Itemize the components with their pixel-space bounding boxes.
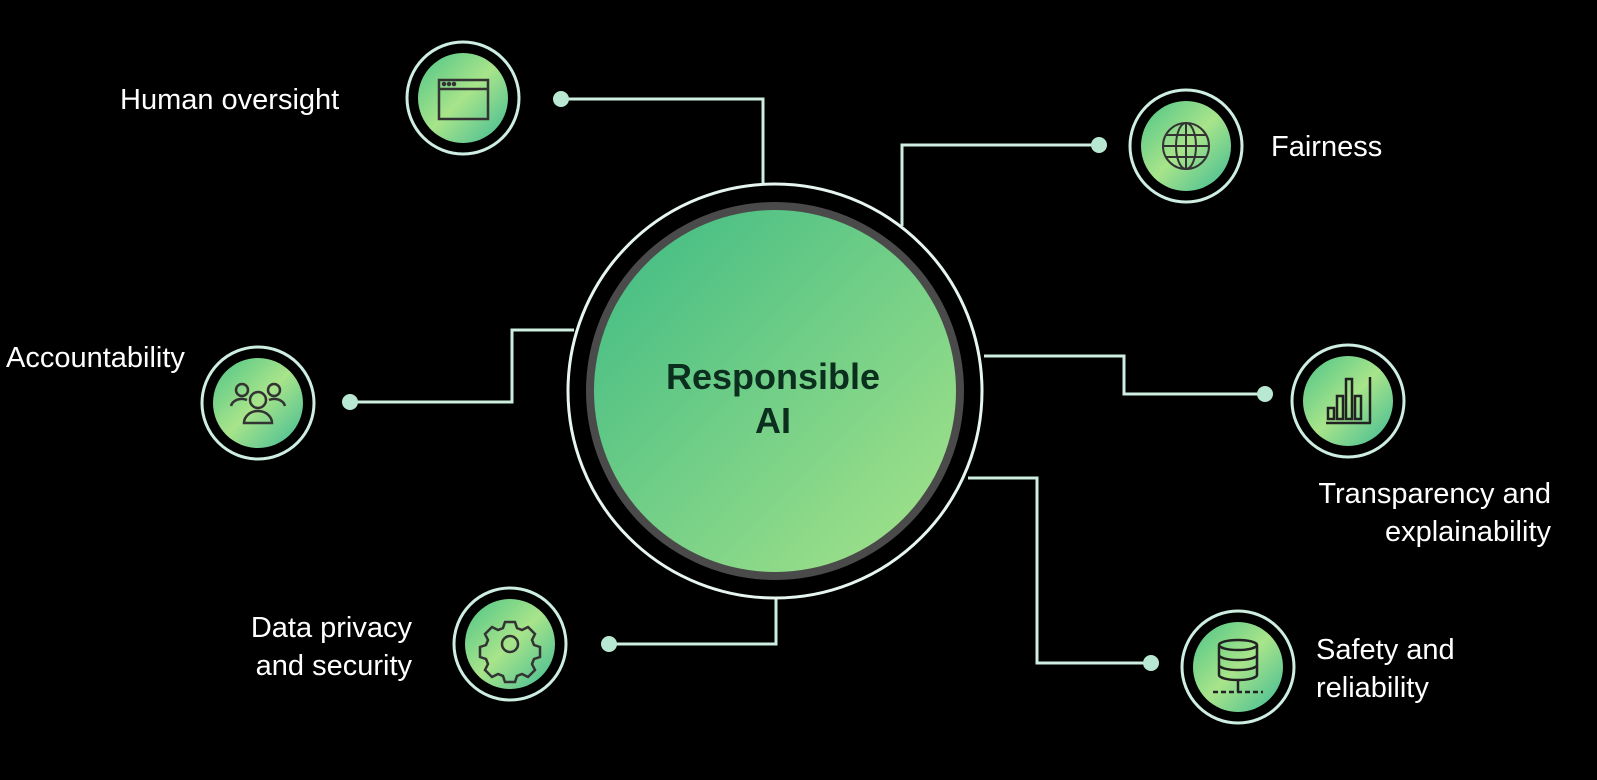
connector-fairness — [900, 143, 1099, 226]
node-accountability — [200, 345, 316, 461]
connector-accountability — [350, 328, 574, 404]
browser-window-icon — [437, 78, 490, 121]
label-transparency-line1: Transparency and — [1318, 478, 1551, 510]
users-group-icon — [229, 382, 287, 425]
label-safety-line1: Safety and — [1316, 634, 1455, 666]
label-data-privacy: Data privacy and security — [251, 609, 412, 685]
label-data-privacy-line2: and security — [255, 650, 412, 682]
connector-lines — [350, 97, 1265, 665]
connector-safety — [968, 476, 1151, 665]
label-data-privacy-line1: Data privacy — [250, 612, 412, 644]
connector-data-privacy — [609, 598, 778, 646]
label-transparency-line2: explainability — [1384, 516, 1551, 548]
center-title-line1: Responsible — [665, 356, 881, 397]
database-icon — [1213, 638, 1263, 694]
bar-chart-icon — [1326, 377, 1372, 425]
node-transparency — [1290, 343, 1406, 459]
center-title-line2: AI — [755, 400, 791, 441]
globe-icon — [1162, 122, 1210, 170]
label-human-oversight: Human oversight — [120, 84, 340, 116]
label-transparency: Transparency and explainability — [1318, 475, 1551, 551]
node-safety — [1180, 609, 1296, 725]
center-title: Responsible AI — [573, 355, 973, 443]
label-safety-line2: reliability — [1316, 672, 1429, 704]
connector-human-oversight — [561, 97, 765, 186]
label-safety: Safety and reliability — [1316, 631, 1455, 707]
connector-transparency — [984, 354, 1265, 396]
label-accountability: Accountability — [6, 342, 185, 374]
node-human-oversight — [405, 40, 521, 156]
node-data-privacy — [452, 586, 568, 702]
center-circle — [566, 182, 984, 600]
gear-icon — [478, 620, 542, 684]
connector-dots — [342, 91, 1273, 671]
label-fairness: Fairness — [1271, 131, 1383, 163]
node-fairness — [1128, 88, 1244, 204]
